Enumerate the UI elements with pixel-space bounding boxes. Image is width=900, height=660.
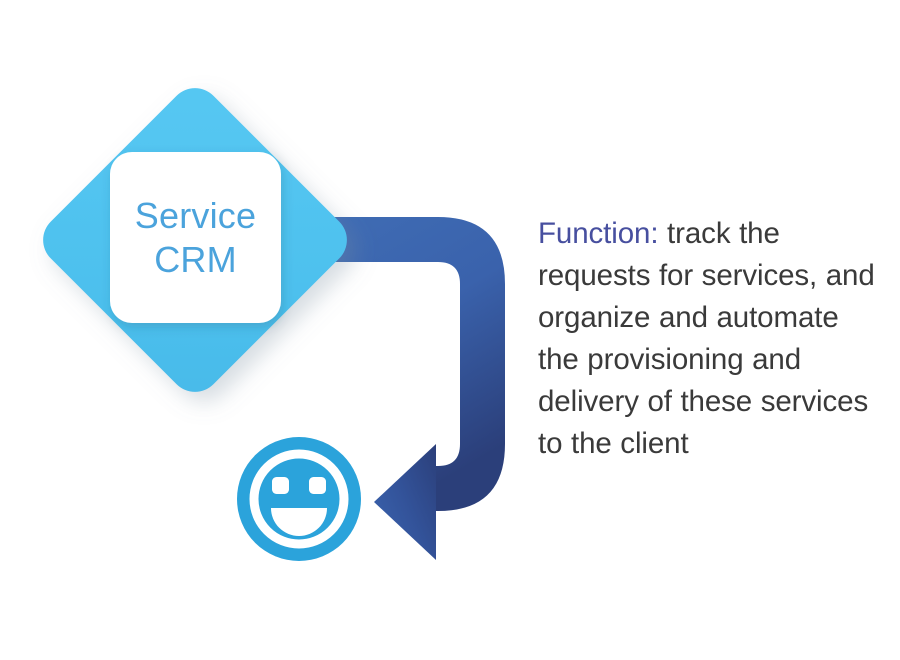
card-shape	[110, 152, 281, 323]
u-turn-arrow-icon	[330, 217, 505, 560]
smiley-ring	[249, 449, 349, 549]
service-crm-card	[110, 152, 281, 323]
function-keyword: Function:	[538, 217, 659, 250]
function-description: Function: track the requests for service…	[538, 213, 884, 465]
smiley-mouth	[271, 508, 327, 536]
arrow-shaft	[330, 217, 505, 511]
smiley-face-icon[interactable]	[237, 437, 361, 561]
smiley-eye-left	[272, 477, 289, 494]
smiley-eye-right	[309, 477, 326, 494]
arrow-head	[374, 444, 436, 560]
function-body-text: track the requests for services, and org…	[538, 217, 875, 460]
